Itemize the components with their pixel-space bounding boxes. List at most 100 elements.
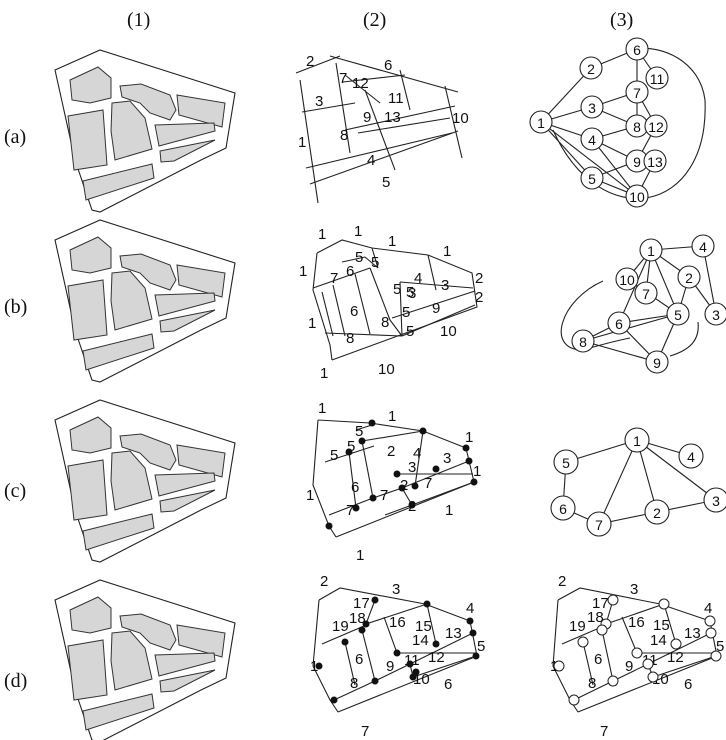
segment-label: 1	[473, 463, 481, 480]
graph-node: 7	[634, 281, 658, 305]
graph-node-label: 12	[648, 119, 664, 135]
graph-node: 3	[704, 302, 726, 326]
graph-node: 6	[550, 495, 576, 521]
graph-node: 2	[579, 56, 603, 80]
graph-node: 1	[624, 427, 650, 453]
segment-label: 1	[318, 226, 326, 243]
segment-label: 6	[351, 479, 359, 496]
axial-line-label: 9	[363, 109, 371, 126]
graph-node: 6	[625, 37, 649, 61]
row-heading-a: (a)	[4, 126, 26, 148]
segment-label: 5	[406, 284, 414, 301]
segment-label: 7	[424, 475, 432, 492]
graph-node-circle	[550, 495, 576, 521]
segment-label: 1	[388, 233, 396, 250]
graph-node-label: 4	[687, 449, 695, 465]
graph-node: 1	[529, 110, 553, 134]
graph-node-label: 8	[633, 119, 641, 135]
graph-node: 3	[580, 95, 604, 119]
axial-line-label: 4	[367, 152, 375, 169]
graph-node-circle	[645, 66, 669, 90]
column-heading-2: (2)	[363, 9, 386, 31]
segment-label: 1	[306, 487, 314, 504]
segment-label: 4	[704, 600, 712, 617]
graph-node-label: 1	[647, 243, 655, 259]
graph-node-label: 6	[559, 501, 567, 517]
segment-label: 2	[400, 477, 408, 494]
graph-node-label: 2	[653, 505, 661, 521]
segment-label: 16	[389, 614, 406, 631]
graph-node: 12	[644, 114, 668, 138]
segment-label: 5	[477, 638, 485, 655]
segment-label: 5	[355, 423, 363, 440]
segment-label: 1	[318, 400, 326, 417]
graph-node-circle	[579, 56, 603, 80]
graph-node-circle	[625, 37, 649, 61]
segment-label: 6	[594, 651, 602, 668]
segment-label: 8	[588, 675, 596, 692]
segment-label: 1	[310, 658, 318, 675]
graph-node: 5	[666, 302, 690, 326]
segment-label: 2	[558, 573, 566, 590]
segment-label: 11	[404, 652, 420, 669]
graph-node-circle	[553, 449, 579, 475]
segment-label: 5	[393, 281, 401, 298]
city-block	[67, 109, 108, 171]
segment-label: 14	[650, 632, 667, 649]
axial-line-label: 10	[452, 110, 469, 127]
segment-label: 13	[684, 625, 701, 642]
graph-node-circle	[607, 311, 631, 335]
graph-node-circle	[625, 80, 649, 104]
graph-node: 8	[571, 329, 595, 353]
segment-label: 1	[443, 243, 451, 260]
graph-node-label: 3	[588, 100, 596, 116]
row-heading-c: (c)	[4, 480, 26, 502]
graph-node: 3	[703, 487, 726, 513]
segment-label: 1	[465, 429, 473, 446]
graph-node: 1	[639, 238, 663, 262]
city-block	[69, 66, 112, 104]
graph-node: 9	[625, 149, 649, 173]
segment-label: 15	[415, 618, 432, 635]
graph-node: 4	[678, 443, 704, 469]
segment-label: 2	[387, 443, 395, 460]
segment-label: 1	[388, 408, 396, 425]
axial-lines-diagram: 2 6 7 12 3 11 9 13 10 8 1 4 5	[295, 53, 469, 204]
segment-label: 6	[355, 651, 363, 668]
graph-node: 7	[625, 80, 649, 104]
intersection-map-c: 1 1 1 5 5 5 2 4 3 3 6 7 2 7 7 2 1 1 1 1	[306, 400, 481, 564]
segment-label: 7	[380, 487, 388, 504]
segment-label: 5	[347, 438, 355, 455]
graph-node-label: 10	[619, 272, 635, 288]
segment-label: 1	[445, 502, 453, 519]
column-heading-1: (1)	[127, 9, 150, 31]
city-block-map-c	[54, 399, 236, 563]
city-block-map-d	[54, 579, 236, 740]
segment-label: 2	[408, 498, 416, 515]
segment-label: 7	[361, 723, 369, 740]
segment-label: 3	[408, 459, 416, 476]
row-heading-b: (b)	[4, 296, 27, 318]
graph-node-circle	[639, 238, 663, 262]
graph-node-circle	[666, 302, 690, 326]
segment-label: 18	[587, 609, 604, 626]
graph-node-circle	[586, 511, 612, 537]
segment-map-b: 1 1 1 1 1 1 1 5 5 7 6 5 4 3 2 2 5 3 6 8 …	[299, 223, 483, 382]
graph-node-circle	[644, 114, 668, 138]
segment-label: 2	[320, 573, 328, 590]
graph-node-circle	[644, 499, 670, 525]
graph-node-label: 5	[588, 171, 596, 187]
segment-label: 16	[628, 614, 645, 631]
graph-node: 13	[643, 149, 667, 173]
segment-label: 17	[592, 595, 609, 612]
axial-line-label: 12	[352, 75, 369, 92]
graph-node-label: 7	[642, 286, 650, 302]
graph-node-label: 11	[650, 71, 665, 87]
segment-label: 3	[392, 581, 400, 598]
graph-node-label: 1	[633, 433, 641, 449]
axial-graph	[540, 47, 706, 199]
graph-node-circle	[677, 265, 701, 289]
graph-node-label: 6	[615, 316, 623, 332]
